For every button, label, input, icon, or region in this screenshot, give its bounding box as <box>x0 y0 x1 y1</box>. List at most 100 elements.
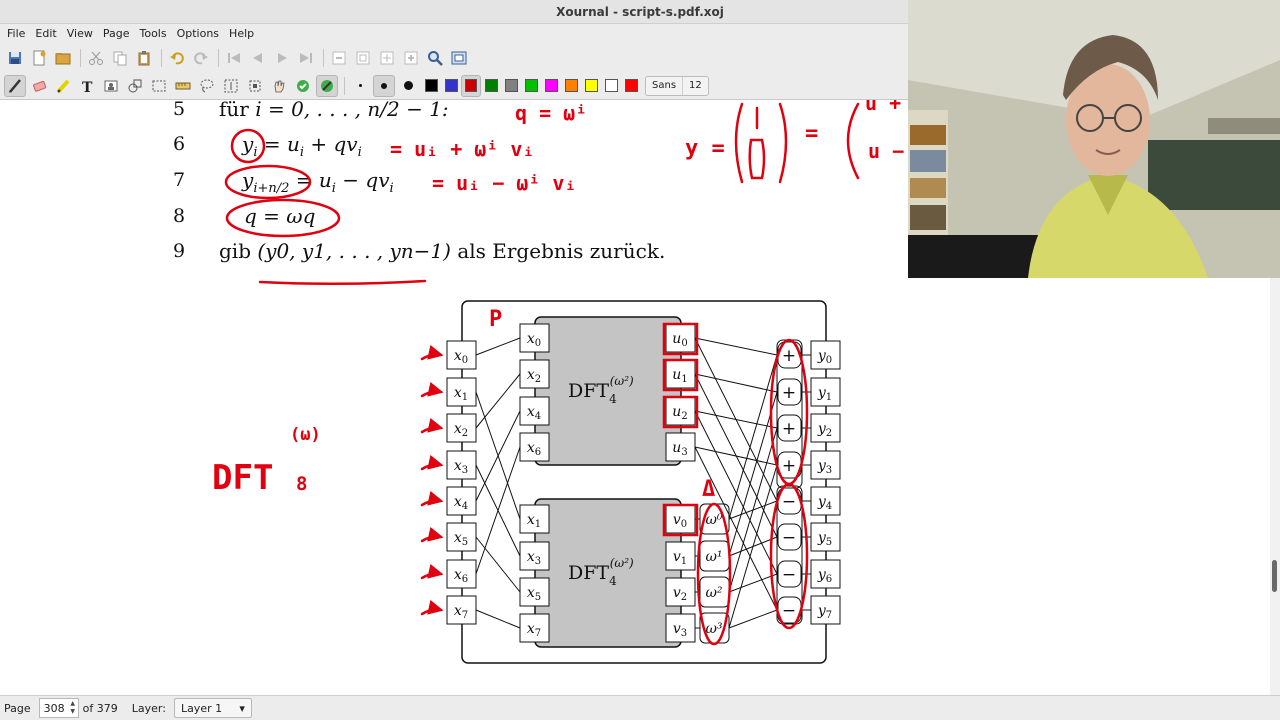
text-tool-icon[interactable]: T <box>76 75 98 97</box>
last-page-icon[interactable] <box>295 47 317 69</box>
wire-u-minus-3 <box>694 446 778 611</box>
next-page-icon[interactable] <box>271 47 293 69</box>
note-y-bracket-left <box>734 102 744 184</box>
input-box-x7 <box>446 595 477 625</box>
color-swatch-008000[interactable] <box>481 75 501 97</box>
menu-tools[interactable]: Tools <box>139 27 167 40</box>
paste-icon[interactable] <box>133 47 155 69</box>
color-swatch-000000[interactable] <box>421 75 441 97</box>
page-spinner-icon[interactable]: ▲▼ <box>70 700 75 715</box>
scrollbar-thumb[interactable] <box>1272 560 1277 592</box>
cut-icon[interactable] <box>85 47 107 69</box>
ruler-icon[interactable] <box>172 75 194 97</box>
pen-icon[interactable] <box>4 74 26 97</box>
note-equals: = <box>805 121 818 146</box>
output-label-y3: y3 <box>817 458 832 476</box>
v-output-v3 <box>665 613 696 643</box>
line7-rhs2-sub: i <box>389 181 394 196</box>
fullscreen-icon[interactable] <box>448 47 470 69</box>
input-label-x7: x7 <box>454 603 468 621</box>
dft-odd-input-label-x1: x1 <box>527 512 541 530</box>
first-page-icon[interactable] <box>223 47 245 69</box>
thickness-thick-icon[interactable] <box>397 75 419 97</box>
v-output-label-v1: v1 <box>673 549 687 567</box>
menu-page[interactable]: Page <box>102 27 130 40</box>
line6-rhs2-sub: i <box>357 145 362 160</box>
search-icon[interactable] <box>424 47 446 69</box>
input-arrow-3 <box>420 454 444 471</box>
vertical-scrollbar[interactable] <box>1270 100 1280 695</box>
algorithm-line-8: q = ωq <box>244 204 316 228</box>
menu-help[interactable]: Help <box>229 27 255 40</box>
menu-options[interactable]: Options <box>176 27 220 40</box>
new-page-icon[interactable] <box>28 47 50 69</box>
input-arrow-4 <box>420 490 444 507</box>
wire-w-minus-3 <box>728 609 778 629</box>
v-output-label-v2: v2 <box>673 585 687 603</box>
default-tool-icon[interactable] <box>292 75 314 97</box>
twiddle-label-3: ω³ <box>705 621 722 637</box>
zoom-out-icon[interactable] <box>328 47 350 69</box>
highlight-box-2 <box>662 395 699 429</box>
color-swatch-ff00ff[interactable] <box>541 75 561 97</box>
font-selector[interactable]: Sans 12 <box>645 75 709 96</box>
dft-block-odd <box>534 498 682 648</box>
wire-odd-1 <box>475 464 521 557</box>
menu-view[interactable]: View <box>66 27 93 40</box>
thickness-fine-icon[interactable] <box>349 75 371 97</box>
select-region-icon[interactable] <box>244 75 266 97</box>
wire-u-minus-2 <box>694 410 778 575</box>
color-swatch-ffffff[interactable] <box>601 75 621 97</box>
circle-q <box>225 198 341 238</box>
input-box-x0 <box>446 340 477 370</box>
redo-icon[interactable] <box>190 47 212 69</box>
menu-file[interactable]: File <box>7 27 26 40</box>
color-swatch-cc0000[interactable] <box>461 74 481 97</box>
page-number-input[interactable]: 308 ▲▼ <box>38 698 79 718</box>
color-swatch-ff8000[interactable] <box>561 75 581 97</box>
color-swatch-3333cc[interactable] <box>441 75 461 97</box>
dft-even-input-x6 <box>519 432 550 462</box>
thickness-medium-icon[interactable] <box>373 74 395 97</box>
copy-icon[interactable] <box>109 47 131 69</box>
input-box-x3 <box>446 450 477 480</box>
color-swatch-ffff00[interactable] <box>581 75 601 97</box>
undo-icon[interactable] <box>166 47 188 69</box>
open-icon[interactable] <box>52 47 74 69</box>
select-rect-icon[interactable] <box>148 75 170 97</box>
menu-edit[interactable]: Edit <box>35 27 57 40</box>
zoom-in-icon[interactable] <box>400 47 422 69</box>
circle-twiddles <box>696 502 732 646</box>
zoom-100-icon[interactable] <box>352 47 374 69</box>
hand-icon[interactable] <box>268 75 290 97</box>
color-swatch-808080[interactable] <box>501 75 521 97</box>
note-line7: = uᵢ − ωⁱ vᵢ <box>432 171 577 195</box>
eraser-icon[interactable] <box>28 75 50 97</box>
line-number-8: 8 <box>173 205 186 227</box>
toolbar-separator <box>323 49 324 67</box>
highlight-box-0 <box>662 322 699 356</box>
window-title: Xournal - script-s.pdf.xoj <box>556 4 724 19</box>
lasso-icon[interactable] <box>196 75 218 97</box>
chevron-down-icon: ▾ <box>239 701 245 715</box>
line6-lhs-sub: i <box>253 145 258 160</box>
image-tool-icon[interactable] <box>100 75 122 97</box>
default-pen-icon[interactable] <box>316 74 338 97</box>
color-swatch-00c000[interactable] <box>521 75 541 97</box>
v-output-v2 <box>665 577 696 607</box>
shape-recognizer-icon[interactable] <box>124 75 146 97</box>
color-swatch-ff0000[interactable] <box>621 75 641 97</box>
highlighter-icon[interactable] <box>52 75 74 97</box>
wire-even-0 <box>475 337 521 356</box>
save-icon[interactable] <box>4 47 26 69</box>
twiddle-label-1: ω¹ <box>705 549 722 565</box>
vertical-space-icon[interactable] <box>220 75 242 97</box>
layer-select[interactable]: Layer 1 ▾ <box>173 698 252 718</box>
algorithm-line-6: yi = ui + qvi <box>242 132 362 160</box>
page-total: of 379 <box>82 701 118 715</box>
prev-page-icon[interactable] <box>247 47 269 69</box>
line5-prefix: für <box>219 100 256 121</box>
zoom-fit-icon[interactable] <box>376 47 398 69</box>
input-arrow-7 <box>420 599 444 616</box>
